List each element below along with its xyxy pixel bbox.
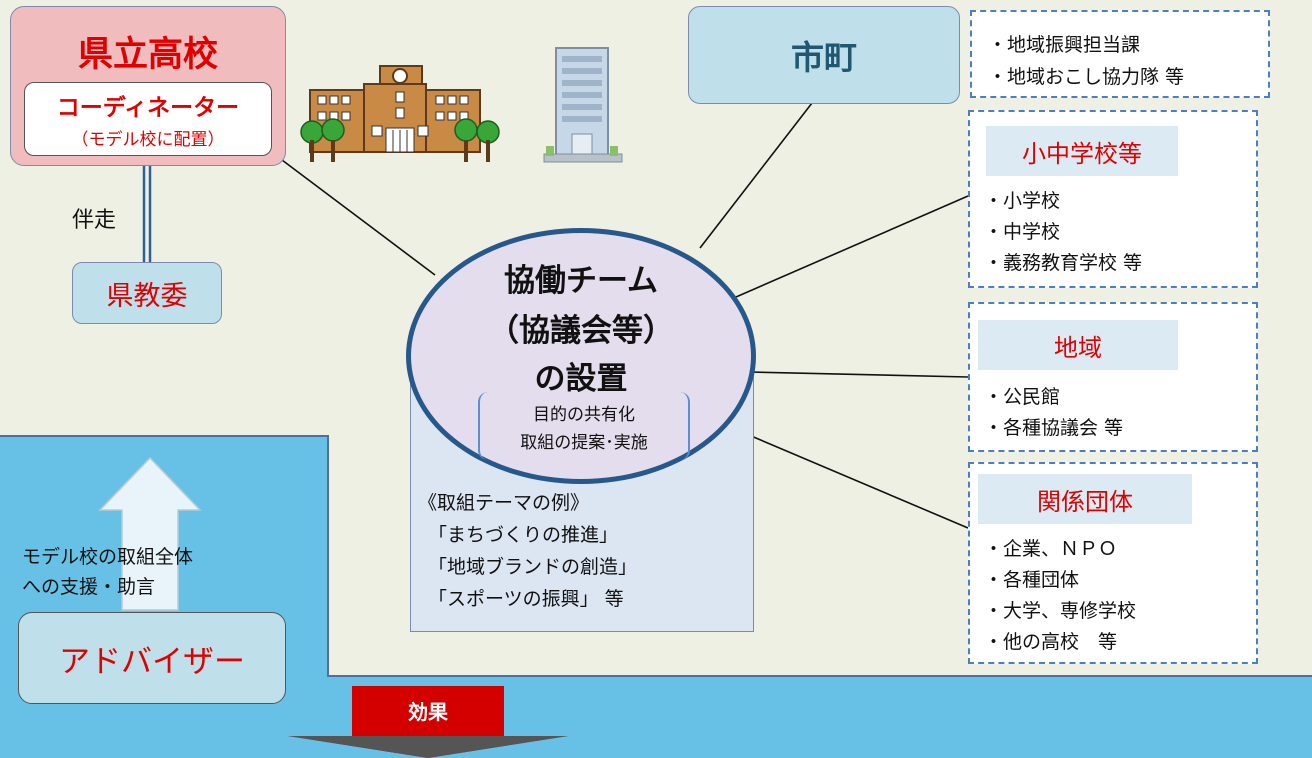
school-building-icon <box>300 65 500 162</box>
effect-arrow-shade <box>288 736 568 758</box>
panel-border-bottom <box>327 675 1312 677</box>
team-sub-line: 目的の共有化 <box>533 404 635 425</box>
connector-school <box>277 156 436 276</box>
effect-label: 効果 <box>408 699 448 724</box>
team-sub-line: 取組の提案･実施 <box>520 432 648 453</box>
org-group-item: ・大学、専修学校 <box>984 600 1137 622</box>
board-of-education: 県教委 <box>72 262 222 324</box>
city-list-item: ・地域おこし協力隊 等 <box>988 66 1185 88</box>
coordinator-note: （モデル校に配置） <box>71 129 225 150</box>
schools-group-item: ・中学校 <box>984 221 1061 243</box>
connector-orgs <box>729 426 969 529</box>
adviser-box: アドバイザー <box>18 612 286 704</box>
schools-group-item: ・小学校 <box>984 190 1061 212</box>
themes-heading: 《取組テーマの例》 <box>418 492 590 514</box>
team-circle <box>406 228 756 484</box>
org-group-item: ・他の高校 等 <box>984 631 1118 653</box>
city-list-item: ・地域振興担当課 <box>988 34 1141 56</box>
prefectural-school-title: 県立高校 <box>77 34 218 75</box>
coordinator-label: コーディネーター <box>56 95 240 121</box>
coordinator-box <box>24 82 272 156</box>
region-group-title: 地域 <box>978 320 1178 370</box>
org-group-item: ・企業、ＮＰＯ <box>984 538 1118 560</box>
connector-city <box>699 102 813 249</box>
themes-item: 「スポーツの振興」 等 <box>428 588 624 610</box>
support-arrow <box>98 456 202 611</box>
office-building-icon <box>543 47 623 163</box>
connector-region <box>749 371 969 378</box>
themes-item: 「地域ブランドの創造」 <box>428 556 638 578</box>
panel-border-top <box>0 435 328 437</box>
support-text: への支援・助言 <box>22 576 156 598</box>
region-group-item: ・公民館 <box>984 386 1061 408</box>
team-sub-bracket <box>478 392 690 460</box>
city-list-box <box>970 10 1270 98</box>
city-box: 市町 <box>688 6 960 104</box>
org-group-item: ・各種団体 <box>984 569 1080 591</box>
connector-schools <box>735 195 969 298</box>
team-title-line: の設置 <box>534 360 628 397</box>
accompany-label: 伴走 <box>72 208 117 233</box>
schools-group-item: ・義務教育学校 等 <box>984 252 1143 274</box>
region-group-item: ・各種協議会 等 <box>984 417 1124 439</box>
schools-group-title: 小中学校等 <box>986 126 1178 176</box>
team-title-line: 協働チーム <box>503 262 659 299</box>
support-text: モデル校の取組全体 <box>22 546 194 568</box>
themes-item: 「まちづくりの推進」 <box>428 524 619 546</box>
team-title-line: （協議会等） <box>488 312 674 349</box>
org-group-title: 関係団体 <box>978 474 1192 524</box>
panel-border-side <box>327 435 329 677</box>
